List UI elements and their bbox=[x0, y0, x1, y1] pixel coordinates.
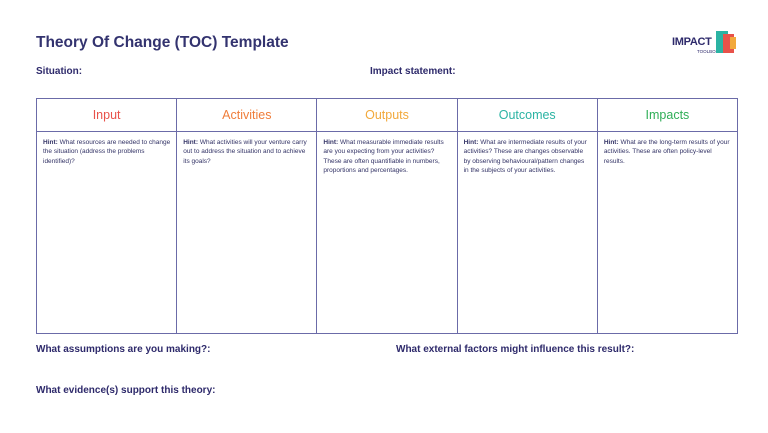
impact-statement-label: Impact statement: bbox=[370, 66, 456, 77]
column-outcomes: Outcomes Hint: What are intermediate res… bbox=[457, 99, 598, 333]
column-input: Input Hint: What resources are needed to… bbox=[37, 99, 178, 333]
hint-label: Hint: bbox=[43, 139, 58, 146]
column-header: Outputs bbox=[317, 99, 457, 132]
logo-mark-icon bbox=[716, 31, 736, 53]
hint-text: What activities will your venture carry … bbox=[183, 139, 307, 165]
evidence-label: What evidence(s) support this theory: bbox=[36, 385, 216, 396]
column-hint: Hint: What resources are needed to chang… bbox=[37, 132, 176, 166]
situation-label: Situation: bbox=[36, 66, 83, 77]
hint-label: Hint: bbox=[183, 139, 199, 146]
hint-text: What are the long-term results of your a… bbox=[603, 139, 730, 165]
column-hint: Hint: What measurable immediate results … bbox=[317, 132, 456, 176]
impact-toolbox-logo: IMPACT TOOLBOX bbox=[672, 28, 742, 58]
assumptions-label: What assumptions are you making?: bbox=[36, 344, 211, 355]
column-impacts: Impacts Hint: What are the long-term res… bbox=[597, 99, 738, 333]
hint-text: What are intermediate results of your ac… bbox=[463, 139, 587, 175]
column-header: Activities bbox=[177, 99, 317, 132]
column-header: Input bbox=[37, 99, 177, 132]
hint-label: Hint: bbox=[603, 139, 619, 146]
column-outputs: Outputs Hint: What measurable immediate … bbox=[317, 99, 458, 333]
hint-text: What measurable immediate results are yo… bbox=[323, 139, 444, 175]
hint-label: Hint: bbox=[463, 139, 479, 146]
logo-subtext: TOOLBOX bbox=[697, 49, 719, 54]
page-title: Theory Of Change (TOC) Template bbox=[36, 34, 289, 51]
column-activities: Activities Hint: What activities will yo… bbox=[177, 99, 318, 333]
column-hint: Hint: What are intermediate results of y… bbox=[458, 132, 597, 176]
column-header: Impacts bbox=[597, 99, 738, 132]
hint-text: What resources are needed to change the … bbox=[43, 139, 171, 165]
hint-label: Hint: bbox=[323, 139, 339, 146]
column-header: Outcomes bbox=[457, 99, 597, 132]
column-hint: Hint: What are the long-term results of … bbox=[598, 132, 737, 166]
column-hint: Hint: What activities will your venture … bbox=[177, 132, 316, 166]
toc-table: Input Hint: What resources are needed to… bbox=[36, 98, 738, 334]
logo-text: IMPACT bbox=[672, 36, 712, 48]
external-factors-label: What external factors might influence th… bbox=[396, 344, 635, 355]
